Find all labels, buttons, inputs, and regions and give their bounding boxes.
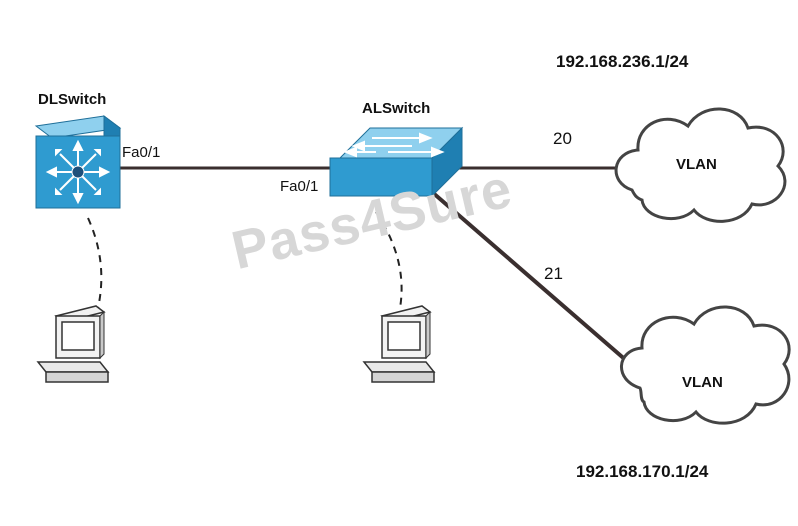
link-vlan-21	[430, 190, 630, 364]
dashed-link-left-pc	[87, 217, 103, 309]
dlswitch-port-label: Fa0/1	[122, 144, 161, 161]
alswitch-label: ALSwitch	[362, 100, 431, 117]
workstation-icon	[36, 305, 110, 383]
vlan-cloud-top	[614, 107, 787, 223]
alswitch-port-label: Fa0/1	[280, 178, 319, 195]
dashed-link-center-pc	[375, 211, 403, 309]
vlan-cloud-bottom	[620, 305, 791, 425]
subnet-label-bottom: 192.168.170.1/24	[576, 462, 709, 481]
link-label-vlan-20: 20	[553, 129, 572, 148]
subnet-label-top: 192.168.236.1/24	[556, 52, 689, 71]
workstation-icon	[362, 305, 436, 383]
workgroup-switch-icon	[329, 126, 464, 198]
cloud-label-top: VLAN	[676, 156, 717, 173]
cloud-label-bottom: VLAN	[682, 374, 723, 391]
link-label-vlan-21: 21	[544, 264, 563, 283]
multilayer-switch-icon	[34, 115, 122, 209]
dlswitch-label: DLSwitch	[38, 91, 107, 108]
